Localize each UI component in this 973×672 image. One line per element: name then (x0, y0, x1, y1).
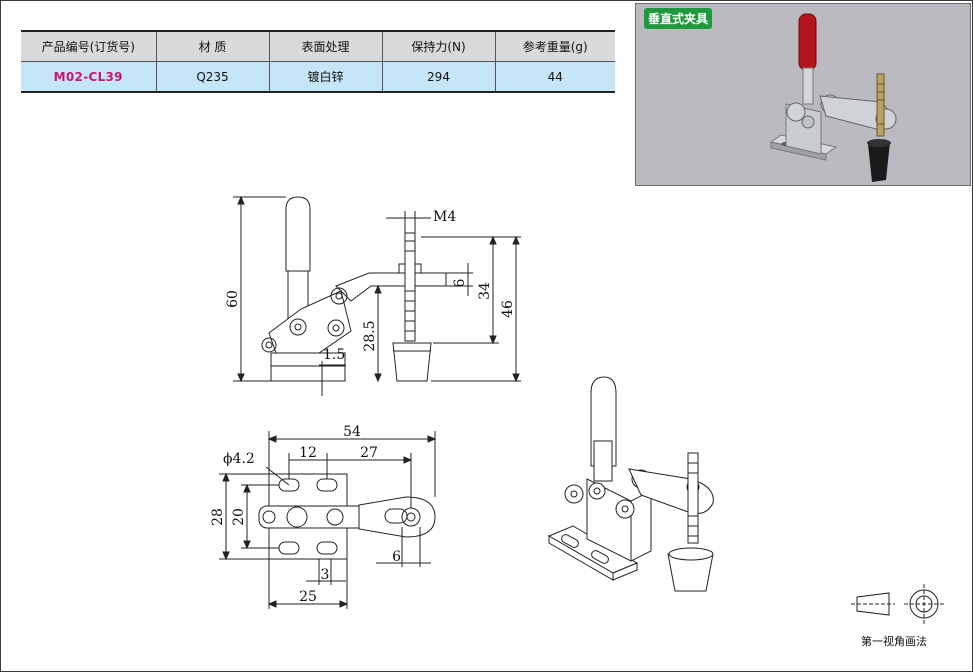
dim-thickness-6: 6 (452, 278, 468, 287)
dim-height-20: 20 (231, 508, 247, 526)
photo-badge: 垂直式夹具 (644, 8, 713, 29)
dim-hole-diameter: ϕ4.2 (223, 451, 255, 467)
spec-table: 产品编号(订货号) 材 质 表面处理 保持力(N) 参考重量(g) M02-CL… (21, 30, 615, 93)
projection-symbol (851, 584, 944, 624)
cell-surface: 镀白锌 (269, 61, 383, 92)
product-photo: 垂直式夹具 (635, 3, 971, 186)
header-surface: 表面处理 (269, 31, 383, 62)
header-holding-force: 保持力(N) (382, 31, 496, 62)
table-row: M02-CL39 Q235 镀白锌 294 44 (21, 61, 615, 92)
dim-width-27: 27 (360, 445, 378, 461)
dim-width-6: 6 (392, 549, 401, 565)
dim-height-46: 46 (500, 300, 516, 318)
header-weight: 参考重量(g) (522, 40, 588, 54)
dim-width-3: 3 (321, 567, 330, 583)
cell-weight: 44 (547, 69, 563, 84)
dim-height-28-5: 28.5 (362, 320, 378, 351)
dim-height-28: 28 (210, 508, 226, 526)
projection-label: 第一视角画法 (861, 635, 927, 648)
side-view (233, 195, 521, 396)
header-model: 产品编号(订货号) (21, 31, 157, 62)
dim-height-34: 34 (477, 282, 493, 300)
dim-thickness-1-5: 1.5 (323, 347, 345, 363)
clamp-photo-illustration (769, 13, 897, 182)
dim-m4: M4 (433, 209, 456, 225)
dim-width-12: 12 (299, 445, 317, 461)
cell-material: Q235 (156, 61, 270, 92)
dim-height-60: 60 (225, 290, 241, 308)
dim-width-25: 25 (299, 589, 317, 605)
cell-model: M02-CL39 (21, 61, 157, 92)
cell-holding-force: 294 (382, 61, 496, 92)
top-view (219, 431, 437, 609)
header-material: 材 质 (156, 31, 270, 62)
isometric-view (547, 376, 714, 592)
dim-width-54: 54 (343, 424, 361, 440)
spec-table-header: 产品编号(订货号) 材 质 表面处理 保持力(N) 参考重量(g) (21, 31, 615, 62)
